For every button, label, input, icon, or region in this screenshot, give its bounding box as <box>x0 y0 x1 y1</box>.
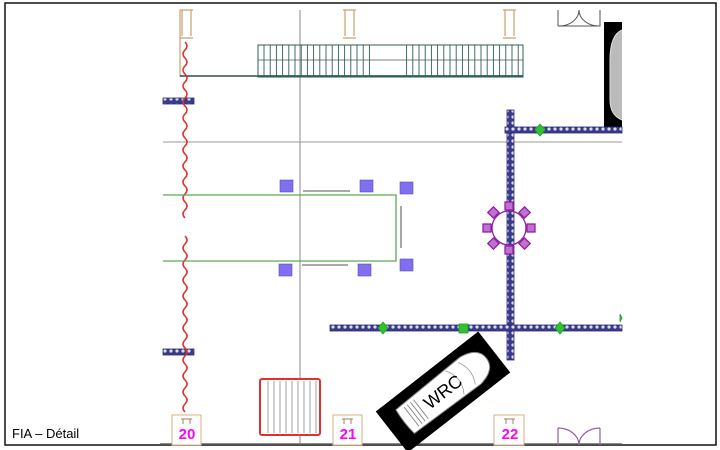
wrc-car: WRC <box>375 331 511 450</box>
stand-number: 22 <box>502 426 519 443</box>
red-stage-block <box>259 378 321 436</box>
light-fixture-icon <box>619 313 623 323</box>
pillar <box>503 9 516 39</box>
speaker-box <box>279 179 294 193</box>
truss-short <box>162 348 195 356</box>
chair-icon <box>181 418 192 424</box>
truss-short <box>162 97 195 105</box>
chair-icon <box>486 236 501 251</box>
speaker-box <box>399 181 414 195</box>
chair-icon <box>504 245 514 255</box>
round-table-icon <box>482 201 536 255</box>
car-top-right <box>604 22 623 128</box>
light-fixture-icon <box>458 323 469 334</box>
speaker-box <box>359 179 374 193</box>
red-cable-line <box>182 235 188 413</box>
speaker-box <box>399 258 414 272</box>
caption: FIA – Détail <box>12 426 80 441</box>
chair-icon <box>517 236 532 251</box>
truss-horizontal-top <box>504 126 623 134</box>
chair-icon <box>482 223 492 233</box>
pillar <box>180 9 193 39</box>
speaker-box <box>357 263 372 277</box>
chair-icon <box>486 205 501 220</box>
stand-21[interactable]: 21 <box>332 414 363 446</box>
truss-vertical <box>506 109 515 361</box>
chair-icon <box>504 418 515 424</box>
chair-icon <box>342 418 353 424</box>
stand-number: 21 <box>340 426 357 443</box>
stand-22[interactable]: 22 <box>493 414 525 446</box>
stand-20[interactable]: 20 <box>171 414 202 446</box>
platform-outline <box>163 194 397 262</box>
speaker-box <box>278 263 293 277</box>
chair-icon <box>526 223 536 233</box>
railing <box>257 44 524 78</box>
stand-number: 20 <box>179 426 196 443</box>
light-fixture-icon <box>534 123 546 137</box>
door-top <box>557 9 601 27</box>
light-fixture-icon <box>554 321 566 335</box>
pillar <box>343 9 356 39</box>
red-cable-line <box>182 41 188 219</box>
chair-icon <box>504 201 514 211</box>
chair-icon <box>517 205 532 220</box>
door-bottom <box>557 427 601 446</box>
truss-horizontal-bottom <box>329 324 623 332</box>
light-fixture-icon <box>377 321 389 335</box>
